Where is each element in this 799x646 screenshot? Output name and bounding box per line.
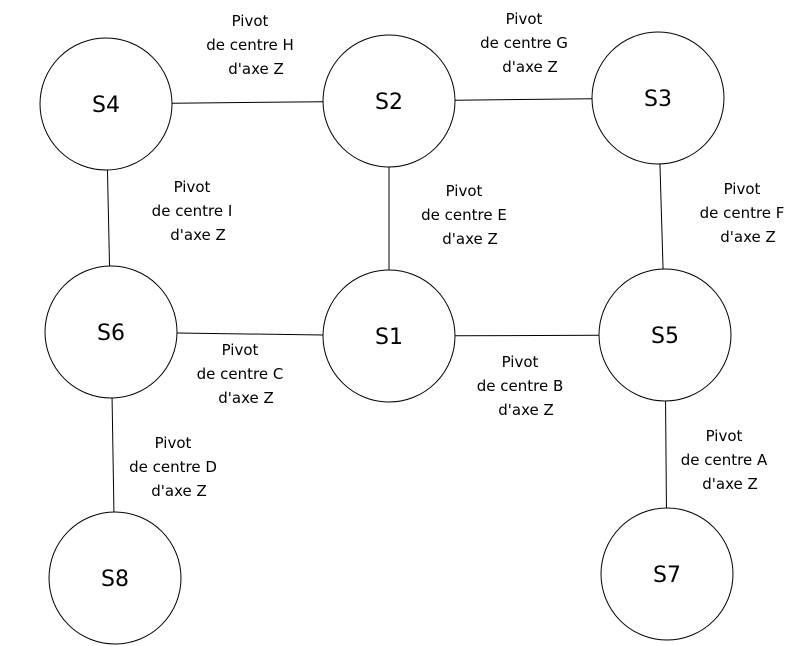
joint-axis-text: d'axe Z xyxy=(218,389,274,407)
joint-center-text: de centre I xyxy=(152,202,233,220)
joint-label: Pivot de centre B d'axe Z xyxy=(477,353,564,419)
node-s2: S2 xyxy=(322,34,456,168)
node-s8: S8 xyxy=(48,511,182,645)
joint-type-text: Pivot xyxy=(232,12,269,30)
joint-center-text: de centre G xyxy=(480,34,568,52)
joint-axis-text: d'axe Z xyxy=(170,226,226,244)
joint-label: Pivot de centre F d'axe Z xyxy=(700,180,785,246)
joint-type-text: Pivot xyxy=(222,341,259,359)
node-label: S5 xyxy=(651,324,679,349)
node-circle xyxy=(322,269,456,403)
joint-center-text: de centre H xyxy=(206,36,294,54)
joint-label: Pivot de centre H d'axe Z xyxy=(206,12,294,78)
joint-axis-text: d'axe Z xyxy=(228,60,284,78)
edge-s6-s1 xyxy=(176,332,324,336)
node-circle xyxy=(322,34,456,168)
joint-center-text: de centre F xyxy=(700,204,785,222)
node-s7: S7 xyxy=(600,507,734,641)
node-s6: S6 xyxy=(44,265,178,399)
node-s5: S5 xyxy=(598,268,732,402)
edge-s4-s2 xyxy=(171,101,324,104)
edge-s6-s8 xyxy=(111,397,115,513)
joint-type-text: Pivot xyxy=(174,178,211,196)
joint-type-text: Pivot xyxy=(724,180,761,198)
joint-axis-text: d'axe Z xyxy=(702,475,758,493)
joint-axis-text: d'axe Z xyxy=(502,58,558,76)
joint-center-text: de centre C xyxy=(197,365,284,383)
node-label: S3 xyxy=(644,87,672,112)
edge-s5-s7 xyxy=(665,400,667,509)
node-circle xyxy=(600,507,734,641)
edge-s3-s5 xyxy=(659,163,664,270)
node-circle xyxy=(591,31,725,165)
node-circle xyxy=(48,511,182,645)
joint-label: Pivot de centre G d'axe Z xyxy=(480,10,568,76)
joint-center-text: de centre A xyxy=(681,451,768,469)
joint-axis-text: d'axe Z xyxy=(151,482,207,500)
node-s4: S4 xyxy=(39,37,173,171)
joint-type-text: Pivot xyxy=(446,182,483,200)
joint-axis-text: d'axe Z xyxy=(442,230,498,248)
joint-axis-text: d'axe Z xyxy=(498,401,554,419)
joint-type-text: Pivot xyxy=(506,10,543,28)
edge-s4-s6 xyxy=(106,169,111,267)
joint-label: Pivot de centre I d'axe Z xyxy=(152,178,233,244)
node-circle xyxy=(598,268,732,402)
joint-type-text: Pivot xyxy=(155,434,192,452)
joint-type-text: Pivot xyxy=(706,427,743,445)
joint-center-text: de centre E xyxy=(421,206,507,224)
node-circle xyxy=(39,37,173,171)
edge-s2-s3 xyxy=(454,98,593,101)
edge-s1-s5 xyxy=(454,334,600,337)
joint-center-text: de centre B xyxy=(477,377,564,395)
node-label: S7 xyxy=(653,563,681,588)
joint-label: Pivot de centre C d'axe Z xyxy=(197,341,284,407)
node-label: S4 xyxy=(92,93,120,118)
joint-label: Pivot de centre D d'axe Z xyxy=(129,434,217,500)
joint-label: Pivot de centre A d'axe Z xyxy=(681,427,768,493)
joint-axis-text: d'axe Z xyxy=(720,228,776,246)
joint-center-text: de centre D xyxy=(129,458,217,476)
node-label: S2 xyxy=(375,90,403,115)
joint-label: Pivot de centre E d'axe Z xyxy=(421,182,507,248)
node-label: S1 xyxy=(375,325,403,350)
node-s3: S3 xyxy=(591,31,725,165)
node-label: S6 xyxy=(97,321,125,346)
joint-type-text: Pivot xyxy=(502,353,539,371)
node-label: S8 xyxy=(101,567,129,592)
node-s1: S1 xyxy=(322,269,456,403)
node-circle xyxy=(44,265,178,399)
